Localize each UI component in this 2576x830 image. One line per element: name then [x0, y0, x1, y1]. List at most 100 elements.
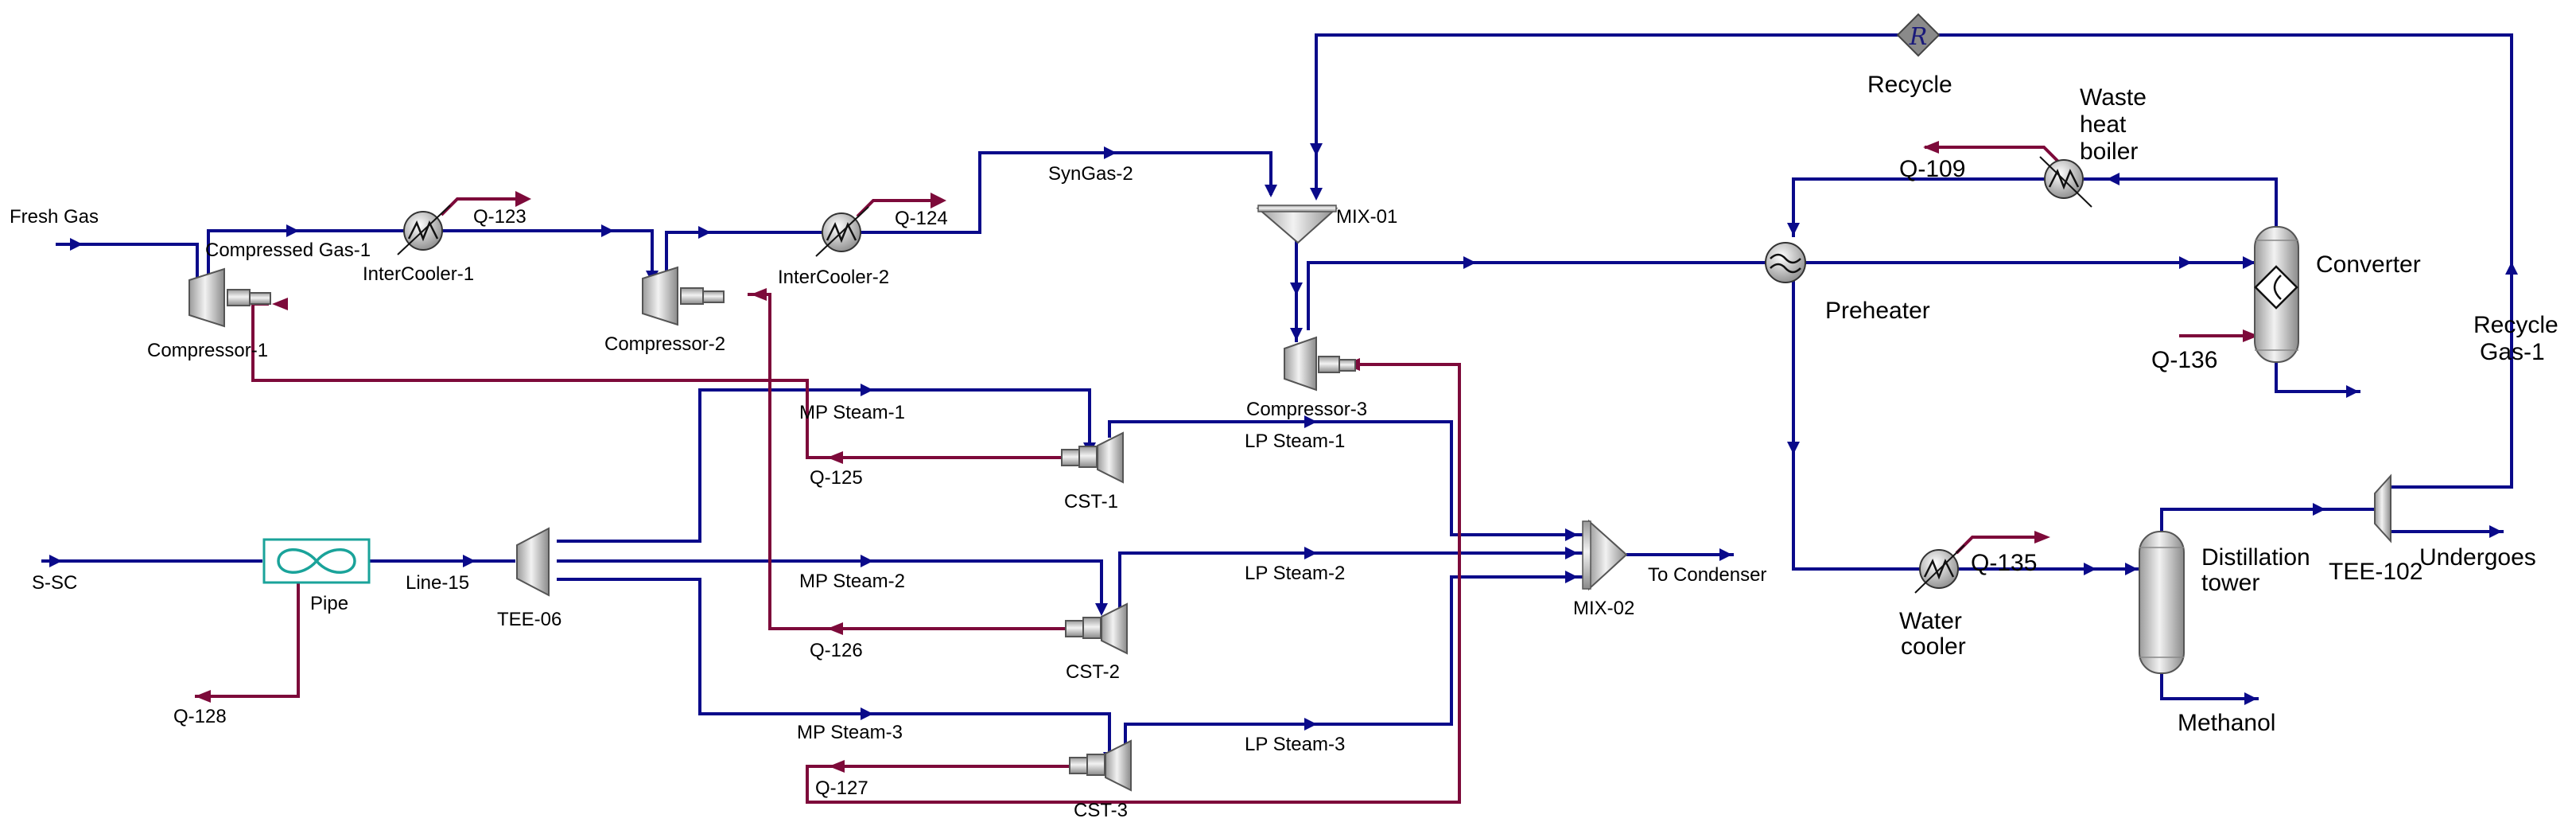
label-q-128: Q-128	[173, 706, 227, 727]
pipe-block[interactable]	[262, 538, 371, 584]
stream-recycle-return[interactable]	[1315, 33, 1901, 195]
stream-lp-steam-3[interactable]	[1124, 575, 1583, 750]
stream-mp-steam-3[interactable]	[557, 578, 1111, 760]
label-q-109: Q-109	[1899, 156, 1965, 182]
label-q-136: Q-136	[2151, 347, 2217, 373]
label-to-condenser: To Condenser	[1648, 564, 1766, 586]
label-water-cooler-1: Water	[1899, 608, 1962, 634]
tee-102[interactable]	[2374, 473, 2391, 544]
energy-arrowheads	[195, 141, 2259, 773]
preheater[interactable]	[1765, 242, 1806, 283]
mix-01[interactable]	[1256, 205, 1339, 244]
water-cooler[interactable]	[1914, 544, 1965, 594]
compressor-2[interactable]	[642, 266, 725, 326]
label-recycle-gas-1b: Gas-1	[2480, 339, 2545, 365]
stream-compressor-3-out[interactable]	[1307, 261, 1767, 330]
stream-recycle-gas-1[interactable]	[1937, 33, 2513, 489]
label-q-124: Q-124	[895, 208, 948, 229]
label-fresh-gas: Fresh Gas	[10, 206, 99, 228]
label-mp-steam-1: MP Steam-1	[799, 402, 905, 423]
label-distillation-1: Distillation	[2201, 544, 2310, 571]
label-tee-102: TEE-102	[2329, 559, 2423, 585]
compressor-3[interactable]	[1284, 336, 1356, 392]
label-methanol: Methanol	[2178, 710, 2275, 736]
stream-mp-steam-1[interactable]	[557, 388, 1091, 543]
stream-compressed-gas-1[interactable]	[207, 229, 406, 279]
stream-methanol[interactable]	[2160, 672, 2259, 700]
label-waste-heat-boiler-1: Waste	[2080, 84, 2147, 111]
label-water-cooler-2: cooler	[1901, 633, 1966, 660]
distillation-tower[interactable]	[2139, 531, 2185, 674]
tee-06[interactable]	[516, 527, 550, 597]
recycle-r-icon: R	[1909, 23, 1928, 51]
energy-q-124[interactable]	[856, 199, 931, 218]
label-mp-steam-2: MP Steam-2	[799, 571, 905, 592]
energy-from-cst-3[interactable]	[806, 363, 1461, 804]
stream-lp-steam-1[interactable]	[1108, 420, 1583, 536]
label-q-127: Q-127	[815, 777, 868, 799]
label-compressed-gas-1: Compressed Gas-1	[205, 240, 371, 261]
recycle-block[interactable]: R	[1896, 13, 1941, 57]
mix-02[interactable]	[1582, 519, 1628, 591]
stream-mp-steam-2[interactable]	[557, 559, 1103, 611]
label-waste-heat-boiler-3: boiler	[2080, 138, 2138, 165]
intercooler-1[interactable]	[397, 205, 451, 255]
energy-from-cst-1[interactable]	[251, 302, 1070, 459]
energy-q-128[interactable]	[195, 577, 300, 698]
stream-converter-bottom[interactable]	[2275, 362, 2360, 393]
cst-3[interactable]	[1069, 739, 1132, 792]
label-compressor-1: Compressor-1	[147, 340, 268, 361]
stream-intercooler-1-out[interactable]	[441, 229, 654, 283]
material-arrowheads	[49, 143, 2518, 765]
intercooler-2[interactable]	[815, 206, 869, 257]
label-lp-steam-3: LP Steam-3	[1245, 734, 1345, 755]
stream-compressor-2-out[interactable]	[665, 231, 823, 277]
label-preheater: Preheater	[1825, 298, 1930, 324]
cst-2[interactable]	[1065, 602, 1128, 655]
stream-converter-top[interactable]	[2084, 177, 2278, 227]
label-undergoes: Undergoes	[2419, 544, 2536, 571]
compressor-1[interactable]	[188, 267, 271, 328]
stream-lp-steam-2[interactable]	[1118, 551, 1583, 609]
label-converter: Converter	[2316, 251, 2421, 278]
stream-distillation-top[interactable]	[2160, 508, 2374, 532]
label-q-125: Q-125	[810, 467, 863, 489]
labels: Fresh Gas Compressed Gas-1 Compressor-1 …	[10, 72, 2559, 821]
label-q-123: Q-123	[473, 206, 526, 228]
label-intercooler-1: InterCooler-1	[363, 263, 474, 285]
label-recycle: Recycle	[1867, 72, 1952, 98]
label-lp-steam-1: LP Steam-1	[1245, 431, 1345, 452]
label-compressor-3: Compressor-3	[1246, 399, 1367, 420]
label-cst-1: CST-1	[1064, 491, 1118, 512]
waste-heat-boiler[interactable]	[2039, 156, 2092, 208]
label-mix-01: MIX-01	[1336, 206, 1397, 228]
label-lp-steam-2: LP Steam-2	[1245, 563, 1345, 584]
label-tee-06: TEE-06	[497, 609, 561, 630]
label-pipe: Pipe	[310, 593, 348, 614]
label-line-15: Line-15	[406, 572, 469, 594]
cst-1[interactable]	[1061, 431, 1124, 484]
label-recycle-gas-1a: Recycle	[2473, 312, 2559, 338]
label-syngas-2: SynGas-2	[1048, 163, 1133, 185]
material-streams	[41, 33, 2513, 760]
label-q-135: Q-135	[1971, 550, 2037, 576]
stream-fresh-gas[interactable]	[56, 243, 199, 302]
label-distillation-2: tower	[2201, 570, 2259, 596]
energy-q-109[interactable]	[1925, 146, 2061, 165]
stream-syngas-2[interactable]	[859, 151, 1272, 234]
label-waste-heat-boiler-2: heat	[2080, 111, 2127, 138]
label-mix-02: MIX-02	[1573, 598, 1634, 619]
label-compressor-2: Compressor-2	[604, 333, 725, 355]
energy-streams	[195, 146, 2259, 804]
label-intercooler-2: InterCooler-2	[778, 267, 889, 288]
stream-preheater-to-cooler[interactable]	[1792, 280, 1921, 571]
energy-from-cst-2[interactable]	[748, 293, 1070, 630]
label-s-sc: S-SC	[32, 572, 77, 594]
label-cst-2: CST-2	[1066, 661, 1120, 683]
stream-waste-heat-boiler-out[interactable]	[1792, 177, 2044, 237]
label-q-126: Q-126	[810, 640, 863, 661]
label-mp-steam-3: MP Steam-3	[797, 722, 903, 743]
converter[interactable]	[2254, 226, 2299, 363]
